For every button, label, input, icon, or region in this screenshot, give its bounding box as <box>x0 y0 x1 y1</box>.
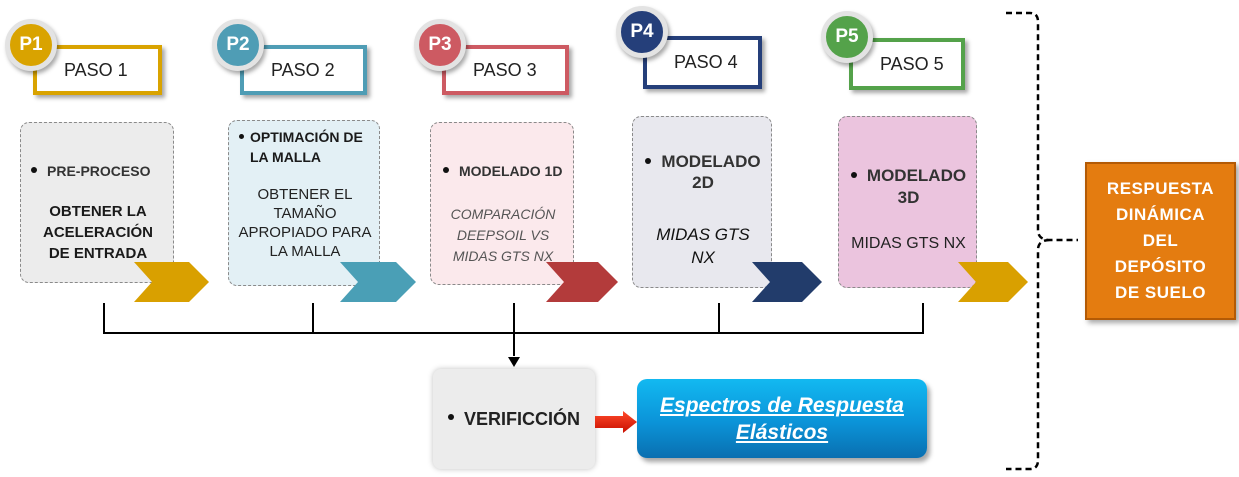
bullet-icon <box>239 133 244 139</box>
step-3-badge-text: P3 <box>428 34 452 55</box>
result-line-2: DINÁMICA <box>1116 205 1205 224</box>
step-2-heading: OPTIMACIÓN DE LA MALLA <box>239 127 363 167</box>
spectra-line-1: Espectros de Respuesta <box>660 393 904 417</box>
step-3-body: COMPARACIÓN DEEPSOIL VS MIDAS GTS NX <box>450 206 556 264</box>
chevron-arrow-icon <box>546 262 618 302</box>
step-2-badge: P2 <box>212 19 264 71</box>
step-1-label: PASO 1 <box>64 59 128 80</box>
result-line-5: DE SUELO <box>1115 283 1206 302</box>
chevron-arrow-icon <box>752 262 822 302</box>
step-5-label: PASO 5 <box>880 53 944 74</box>
step-2-card: OPTIMACIÓN DE LA MALLA OBTENER EL TAMAÑO… <box>228 120 380 286</box>
step-1-body: OBTENER LA ACELERACIÓN DE ENTRADA <box>42 203 153 262</box>
step-1-label-box: PASO 1 <box>33 45 162 95</box>
step-4-badge-text: P4 <box>630 21 654 42</box>
connector-line <box>718 303 720 334</box>
chevron-arrow-icon <box>958 262 1028 302</box>
bullet-icon <box>447 414 454 420</box>
step-1-card: PRE-PROCESO OBTENER LA ACELERACIÓN DE EN… <box>20 122 174 283</box>
step-5-card: MODELADO 3D MIDAS GTS NX <box>838 116 977 288</box>
step-2-body: OBTENER EL TAMAÑO APROPIADO PARA LA MALL… <box>238 186 372 260</box>
connector-line <box>103 303 105 334</box>
step-2-badge-text: P2 <box>226 34 250 55</box>
step-4-card: MODELADO 2D MIDAS GTS NX <box>632 116 772 288</box>
spectra-line-2: Elásticos <box>735 420 829 444</box>
connector-line <box>513 303 515 334</box>
step-4-badge: P4 <box>616 6 668 58</box>
step-2-label: PASO 2 <box>271 59 335 80</box>
result-line-4: DEPÓSITO <box>1114 257 1207 276</box>
step-5-badge: P5 <box>821 11 873 63</box>
step-5-heading: MODELADO 3D <box>839 165 978 209</box>
step-4-label: PASO 4 <box>674 52 738 72</box>
verification-label: VERIFICCIÓN <box>463 408 580 429</box>
spectra-box: Espectros de Respuesta Elásticos <box>637 379 927 458</box>
result-line-3: DEL <box>1142 231 1179 250</box>
step-1-heading: PRE-PROCESO <box>31 163 150 179</box>
step-3-heading: MODELADO 1D <box>443 163 562 179</box>
step-4-heading: MODELADO 2D <box>633 151 773 193</box>
result-line-1: RESPUESTA <box>1106 179 1215 198</box>
arrow-down-icon <box>508 354 520 372</box>
bullet-icon <box>31 167 37 174</box>
bullet-icon <box>850 171 857 178</box>
result-box: RESPUESTA DINÁMICA DEL DEPÓSITO DE SUELO <box>1085 162 1236 320</box>
connector-line <box>513 332 515 356</box>
step-5-body: MIDAS GTS NX <box>851 235 966 252</box>
chevron-arrow-icon <box>340 262 416 302</box>
step-1-badge: P1 <box>5 19 57 71</box>
step-3-badge: P3 <box>414 19 466 71</box>
verification-box: VERIFICCIÓN <box>433 369 595 469</box>
step-3-label: PASO 3 <box>473 59 537 80</box>
step-3-card: MODELADO 1D COMPARACIÓN DEEPSOIL VS MIDA… <box>430 122 574 285</box>
step-1-badge-text: P1 <box>19 34 43 55</box>
brace-icon <box>1000 8 1080 477</box>
step-5-badge-text: P5 <box>835 26 859 47</box>
bullet-icon <box>645 157 652 164</box>
red-arrow-icon <box>595 411 637 438</box>
chevron-arrow-icon <box>134 262 209 302</box>
bullet-icon <box>443 167 449 174</box>
step-4-body: MIDAS GTS NX <box>656 225 750 267</box>
connector-line <box>922 303 924 334</box>
connector-line <box>312 303 314 334</box>
